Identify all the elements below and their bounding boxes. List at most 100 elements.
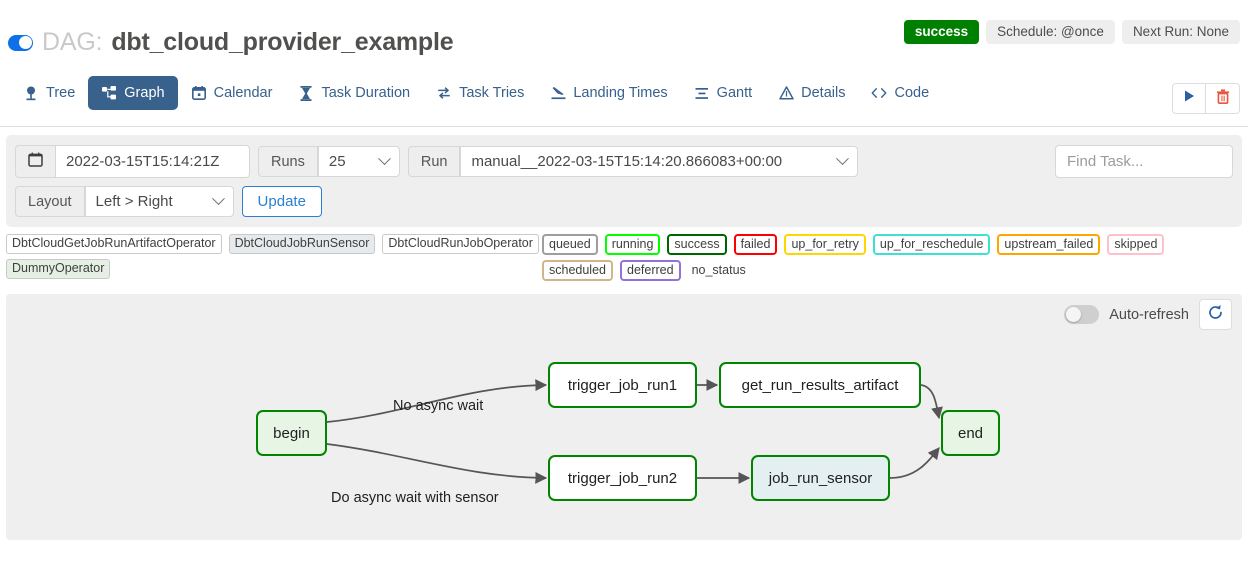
- header-badges: success Schedule: @once Next Run: None: [903, 20, 1240, 44]
- dag-prefix-label: DAG:: [42, 28, 103, 56]
- tab-task-duration-label: Task Duration: [321, 85, 411, 101]
- status-legend-tag[interactable]: success: [667, 234, 727, 255]
- calendar-icon: [191, 85, 207, 101]
- chevron-down-icon: [836, 152, 850, 166]
- operator-legend-tag[interactable]: DummyOperator: [6, 259, 111, 279]
- tab-graph-label: Graph: [124, 85, 165, 101]
- calendar-small-icon: [28, 152, 43, 171]
- status-legend-tag[interactable]: scheduled: [542, 260, 613, 281]
- view-tabs-bar: Tree Graph Calendar Task Duration Task T: [0, 70, 1248, 127]
- graph-node-get_run_results_artifact[interactable]: get_run_results_artifact: [719, 362, 921, 408]
- filter-bar: 2022-03-15T15:14:21Z Runs 25 Run manual_…: [6, 135, 1242, 227]
- status-legend-tag[interactable]: running: [604, 234, 661, 255]
- base-date-input[interactable]: 2022-03-15T15:14:21Z: [56, 145, 250, 178]
- page-title: dbt_cloud_provider_example: [111, 28, 454, 56]
- dag-actions: [1172, 83, 1240, 114]
- trigger-dag-button[interactable]: [1172, 83, 1206, 114]
- graph-edge-label: No async wait: [393, 398, 484, 414]
- graph-node-trigger_job_run2[interactable]: trigger_job_run2: [548, 455, 697, 501]
- filter-row-1: 2022-03-15T15:14:21Z Runs 25 Run manual_…: [15, 145, 1233, 178]
- status-legend-tag[interactable]: failed: [733, 234, 778, 255]
- operator-legend-tag[interactable]: DbtCloudRunJobOperator: [382, 234, 539, 254]
- operator-legend: DbtCloudGetJobRunArtifactOperator DbtClou…: [6, 234, 542, 281]
- tab-task-tries[interactable]: Task Tries: [423, 76, 537, 110]
- tab-task-tries-label: Task Tries: [459, 85, 525, 101]
- graph-toolbar: Auto-refresh: [1064, 299, 1232, 330]
- calendar-picker-button[interactable]: [15, 145, 56, 178]
- status-legend-tag[interactable]: upstream_failed: [997, 234, 1101, 255]
- tab-graph[interactable]: Graph: [88, 76, 178, 110]
- layout-value: Left > Right: [95, 193, 173, 210]
- tab-tree[interactable]: Tree: [10, 76, 88, 110]
- tab-code-label: Code: [894, 85, 930, 101]
- status-legend-tag[interactable]: queued: [542, 234, 598, 255]
- layout-select[interactable]: Left > Right: [84, 186, 234, 217]
- page-header: DAG: dbt_cloud_provider_example success …: [0, 0, 1248, 70]
- status-legend-tag[interactable]: deferred: [620, 260, 681, 281]
- dag-pause-toggle[interactable]: [8, 34, 33, 51]
- schedule-badge[interactable]: Schedule: @once: [986, 20, 1115, 44]
- status-legend-tag[interactable]: skipped: [1107, 234, 1165, 255]
- graph-node-trigger_job_run1[interactable]: trigger_job_run1: [548, 362, 697, 408]
- tab-details-label: Details: [801, 85, 846, 101]
- retry-icon: [436, 85, 452, 101]
- status-legend-no-status: no_status: [691, 263, 746, 277]
- run-label: Run: [407, 146, 461, 177]
- graph-panel: Auto-refresh begin trigger_job_run1 get_ru…: [6, 294, 1242, 540]
- legend-bar: DbtCloudGetJobRunArtifactOperator DbtClou…: [0, 227, 1248, 281]
- graph-edges: [326, 379, 943, 484]
- update-button[interactable]: Update: [241, 186, 322, 217]
- graph-node-begin[interactable]: begin: [256, 410, 327, 456]
- status-badge: success: [903, 20, 980, 44]
- refresh-button[interactable]: [1199, 299, 1232, 330]
- tab-task-duration[interactable]: Task Duration: [285, 76, 423, 110]
- chevron-down-icon: [211, 192, 225, 206]
- graph-icon: [101, 85, 117, 101]
- warning-triangle-icon: [778, 85, 794, 101]
- next-run-badge: Next Run: None: [1121, 20, 1240, 44]
- code-icon: [871, 85, 887, 101]
- tab-tree-label: Tree: [46, 85, 76, 101]
- auto-refresh-label: Auto-refresh: [1109, 306, 1189, 323]
- tab-calendar-label: Calendar: [213, 85, 273, 101]
- chevron-down-icon: [377, 152, 391, 166]
- status-legend-tag[interactable]: up_for_retry: [784, 234, 866, 255]
- graph-edge-label: Do async wait with sensor: [331, 490, 499, 506]
- play-icon: [1183, 89, 1196, 108]
- tab-calendar[interactable]: Calendar: [178, 76, 286, 110]
- num-runs-value: 25: [328, 153, 346, 170]
- auto-refresh-toggle[interactable]: [1064, 305, 1100, 324]
- graph-node-end[interactable]: end: [941, 410, 1000, 456]
- tab-gantt-label: Gantt: [716, 85, 753, 101]
- layout-group: Layout Left > Right: [15, 186, 234, 217]
- landing-icon: [550, 85, 566, 101]
- delete-dag-button[interactable]: [1206, 83, 1240, 114]
- runs-label: Runs: [258, 146, 318, 177]
- dag-title: DAG: dbt_cloud_provider_example: [8, 28, 454, 57]
- status-legend-tag[interactable]: up_for_reschedule: [872, 234, 991, 255]
- tab-details[interactable]: Details: [765, 76, 858, 110]
- status-legend: queued running success failed up_for_retry up…: [542, 234, 1242, 281]
- tab-landing-times[interactable]: Landing Times: [537, 76, 680, 110]
- run-select[interactable]: manual__2022-03-15T15:14:20.866083+00:00: [460, 146, 859, 177]
- view-tabs: Tree Graph Calendar Task Duration Task T: [10, 76, 942, 110]
- gantt-icon: [694, 85, 710, 101]
- operator-legend-tag[interactable]: DbtCloudJobRunSensor: [228, 234, 376, 254]
- tree-icon: [23, 85, 39, 101]
- graph-node-job_run_sensor[interactable]: job_run_sensor: [751, 455, 890, 501]
- filter-row-2: Layout Left > Right Update: [15, 186, 1233, 217]
- layout-label: Layout: [15, 186, 85, 217]
- operator-legend-tag[interactable]: DbtCloudGetJobRunArtifactOperator: [6, 234, 222, 254]
- tab-landing-times-label: Landing Times: [573, 85, 668, 101]
- find-task-input[interactable]: Find Task...: [1055, 145, 1233, 178]
- hourglass-icon: [298, 85, 314, 101]
- run-group: Run manual__2022-03-15T15:14:20.866083+0…: [407, 146, 859, 177]
- run-value: manual__2022-03-15T15:14:20.866083+00:00: [471, 153, 783, 170]
- tab-gantt[interactable]: Gantt: [681, 76, 765, 110]
- num-runs-select[interactable]: 25: [317, 146, 400, 177]
- base-date-group: 2022-03-15T15:14:21Z: [15, 145, 250, 178]
- refresh-icon: [1207, 304, 1224, 326]
- tab-code[interactable]: Code: [858, 76, 942, 110]
- runs-group: Runs 25: [258, 146, 400, 177]
- trash-icon: [1216, 88, 1230, 109]
